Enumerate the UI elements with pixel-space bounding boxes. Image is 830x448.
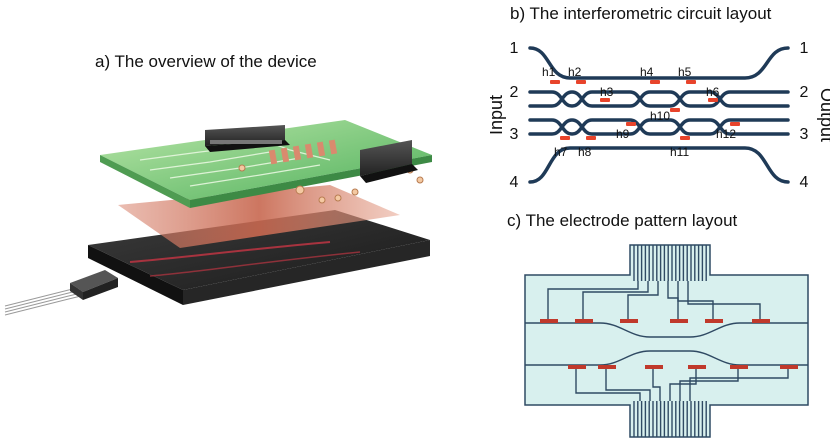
input-port-4: 4 <box>510 174 519 191</box>
upper-route <box>547 281 639 321</box>
heater-h9 <box>626 122 636 126</box>
heater-h7 <box>560 136 570 140</box>
heater-h10 <box>670 108 680 112</box>
device-illustration <box>4 120 432 316</box>
input-port-2: 2 <box>510 84 519 101</box>
output-port-4: 4 <box>800 174 809 191</box>
heater-label-h4: h4 <box>640 65 654 79</box>
heater-label-h6: h6 <box>706 85 720 99</box>
lower-route <box>689 367 789 401</box>
fiber-array-block <box>70 270 118 300</box>
waveguide-3b <box>528 118 790 136</box>
electrode-layout-panel: c) The electrode pattern layout <box>490 205 830 443</box>
heater-h11 <box>680 136 690 140</box>
electrode-pad-upper-3 <box>620 319 638 323</box>
heater-label-h5: h5 <box>678 65 692 79</box>
input-port-1: 1 <box>510 40 519 57</box>
lower-route <box>679 367 739 401</box>
heater-h6 <box>708 98 718 102</box>
waveguide-top <box>528 46 790 80</box>
input-port-3: 3 <box>510 126 519 143</box>
heater-label-h2: h2 <box>568 65 582 79</box>
electrode-pad-upper-2 <box>575 319 593 323</box>
waveguide-2b <box>528 90 790 108</box>
lower-route <box>575 367 641 401</box>
output-label: Output <box>817 88 830 142</box>
heater-h8 <box>586 136 596 140</box>
heater-label-h12: h12 <box>716 127 736 141</box>
heater-label-h3: h3 <box>600 85 614 99</box>
heater-h4 <box>650 80 660 84</box>
electrode-wires <box>525 245 808 437</box>
electrode-pad-upper-6 <box>752 319 770 323</box>
upper-route <box>687 281 761 321</box>
electrode-substrate <box>524 244 809 438</box>
electrode-pad-lower-6 <box>780 365 798 369</box>
input-label: Input <box>490 95 506 135</box>
panel-c-title: c) The electrode pattern layout <box>507 211 738 230</box>
electrode-pad-upper-5 <box>705 319 723 323</box>
heater-label-h1: h1 <box>542 65 556 79</box>
electrode-pad-lower-2 <box>598 365 616 369</box>
heater-label-h10: h10 <box>650 109 670 123</box>
heater-h2 <box>576 80 586 84</box>
heater-label-h9: h9 <box>616 127 630 141</box>
heater-label-h8: h8 <box>578 145 592 159</box>
heater-h1 <box>550 80 560 84</box>
electrode-diagram <box>524 244 809 438</box>
electrode-pad-upper-1 <box>540 319 558 323</box>
panel-b-title: b) The interferometric circuit layout <box>510 4 772 23</box>
output-port-2: 2 <box>800 84 809 101</box>
electrode-pad-upper-4 <box>670 319 688 323</box>
upper-route <box>627 281 659 321</box>
waveguide-bottom <box>528 146 790 184</box>
connector-right <box>360 140 418 183</box>
lower-route <box>605 367 651 401</box>
heater-h5 <box>686 80 696 84</box>
upper-route <box>582 281 649 321</box>
circuit-layout-panel: b) The interferometric circuit layout h1… <box>486 0 830 200</box>
upper-route <box>667 281 679 321</box>
circuit-diagram: h1 h2 h3 h4 h5 h6 h7 h8 h9 h10 h11 h12 1 2 3 4 1 2 3 4 Input… <box>486 40 830 191</box>
heater-label-h11: h11 <box>670 145 689 159</box>
guide-line-upper <box>525 322 808 338</box>
electrode-pad-lower-5 <box>730 365 748 369</box>
connector-left <box>205 125 290 152</box>
output-port-1: 1 <box>800 40 809 57</box>
upper-route <box>677 281 714 321</box>
photonic-chip <box>88 210 430 305</box>
heater-h3 <box>600 98 610 102</box>
heater-label-h7: h7 <box>554 145 568 159</box>
output-port-3: 3 <box>800 126 809 143</box>
electrode-pad-lower-4 <box>688 365 706 369</box>
electrode-pad-lower-3 <box>645 365 663 369</box>
lower-route <box>652 367 661 401</box>
guide-line-lower <box>525 350 808 366</box>
lower-route <box>669 367 697 401</box>
panel-a-title: a) The overview of the device <box>95 52 317 71</box>
heater-h12 <box>730 122 740 126</box>
waveguides <box>528 46 790 184</box>
device-overview-panel: a) The overview of the device <box>4 52 432 316</box>
electrode-pad-lower-1 <box>568 365 586 369</box>
